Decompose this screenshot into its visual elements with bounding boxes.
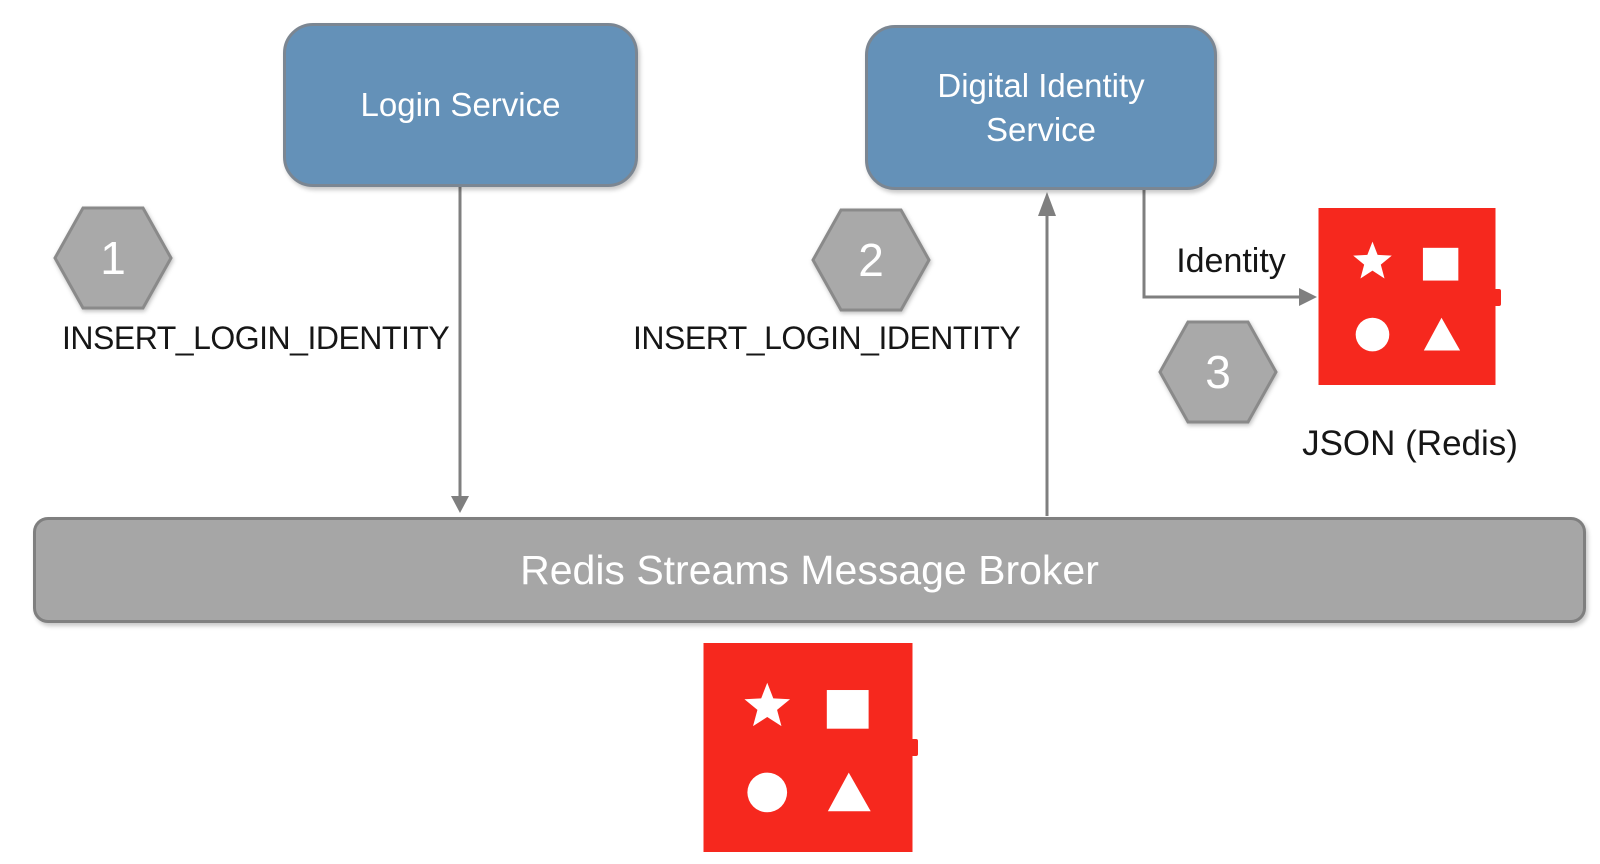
message-broker-label: Redis Streams Message Broker [520,546,1099,593]
star-icon [744,682,791,727]
login-service-node: Login Service [283,23,638,187]
triangle-icon [1423,317,1461,351]
arrowhead-right-icon [1299,288,1317,306]
hexagon-icon [53,206,173,310]
square-icon [1422,247,1459,281]
step-number: 3 [1205,346,1231,398]
square-icon [826,690,869,729]
identity-edge-label: Identity [1176,242,1286,280]
triangle-icon [827,772,871,812]
redis-icon-edge-mark [1494,289,1501,307]
step1-message-label: INSERT_LOGIN_IDENTITY [62,320,450,356]
hexagon-icon [811,208,931,312]
step-badge-1: 1 [53,206,173,310]
arrowhead-down-icon [451,496,469,513]
step2-message-label: INSERT_LOGIN_IDENTITY [633,320,1021,356]
redis-json-icon [1318,208,1496,385]
redis-streams-icon [703,643,918,852]
arrowhead-up-icon [1038,192,1056,216]
arrow-login-to-broker [451,187,469,513]
arrow-broker-to-identity-service [1038,192,1056,516]
star-icon [1353,241,1392,279]
login-service-label: Login Service [360,86,561,123]
circle-icon [1355,317,1390,352]
json-redis-caption: JSON (Redis) [1302,424,1518,463]
step-badge-2: 2 [811,208,931,312]
step-number: 2 [858,234,884,286]
step-number: 1 [100,232,126,284]
circle-icon [747,772,788,813]
redis-streams-icon [703,643,913,852]
redis-json-icon [1318,208,1501,385]
digital-identity-service-node: Digital Identity Service [865,25,1217,190]
message-broker-node: Redis Streams Message Broker [33,517,1586,623]
step-badge-3: 3 [1158,320,1278,424]
hexagon-icon [1158,320,1278,424]
digital-identity-service-label: Digital Identity Service [937,66,1145,148]
redis-icon-edge-mark [911,739,918,757]
